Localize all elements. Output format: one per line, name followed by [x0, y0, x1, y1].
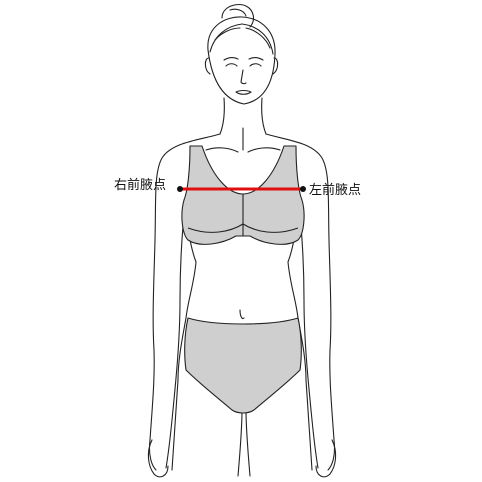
- leg-divide: [237, 409, 243, 477]
- torso-left: [171, 199, 197, 471]
- left-front-armpit-point: [300, 186, 306, 192]
- hair-line-left: [209, 23, 243, 53]
- neck-left: [219, 97, 225, 135]
- hair-bun-detail: [229, 8, 247, 17]
- eyebrow-left: [223, 57, 239, 61]
- hair-line-right: [241, 23, 274, 55]
- hair-bun: [221, 3, 255, 28]
- collarbone-right: [247, 147, 281, 153]
- bra-underband: [187, 223, 299, 233]
- ear-right: [272, 57, 279, 75]
- eye-left: [225, 63, 238, 67]
- inner-arm-left: [165, 195, 187, 469]
- nose: [240, 69, 247, 85]
- mouth: [235, 89, 252, 95]
- label-left-front-armpit: 左前腋点: [309, 183, 362, 198]
- eyebrow-right: [248, 57, 264, 61]
- ear-left: [204, 57, 211, 75]
- neck-right: [261, 97, 267, 135]
- hand-left: [147, 439, 169, 478]
- briefs-garment: [184, 317, 302, 414]
- shoulder-arm-left: [148, 133, 221, 471]
- collarbone-left: [205, 147, 239, 153]
- hand-right: [315, 439, 337, 478]
- navel: [239, 309, 245, 320]
- label-right-front-armpit: 右前腋点: [114, 178, 167, 193]
- inner-arm-right: [297, 195, 319, 469]
- shoulder-arm-right: [265, 133, 336, 471]
- head-outline: [207, 16, 276, 105]
- eye-right: [249, 63, 262, 67]
- right-front-armpit-point: [177, 186, 183, 192]
